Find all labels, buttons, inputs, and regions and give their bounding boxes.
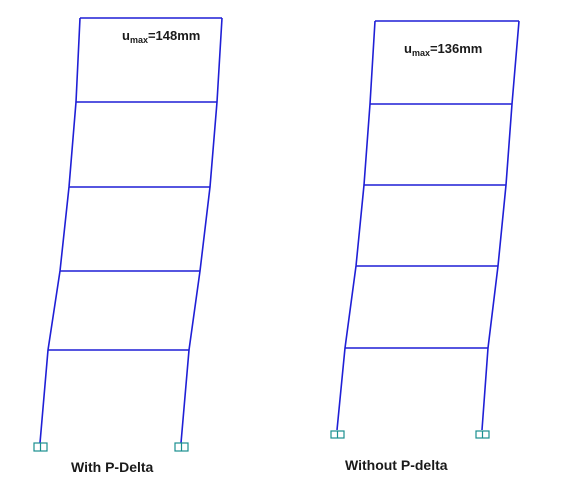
umax-label-without-p-delta: umax=136mm — [404, 41, 482, 58]
supports-without-p-delta — [330, 430, 490, 439]
caption-without-p-delta: Without P-delta — [345, 457, 448, 473]
frame-with-p-delta — [39, 17, 223, 444]
left-column — [336, 20, 376, 431]
right-column — [180, 17, 223, 444]
supports-with-p-delta — [33, 442, 189, 452]
support-left — [330, 430, 345, 439]
umax-label-with-p-delta: umax=148mm — [122, 28, 200, 45]
frame-without-p-delta — [336, 20, 520, 431]
support-left — [33, 442, 48, 452]
left-column — [39, 17, 81, 444]
support-right — [475, 430, 490, 439]
right-column — [481, 20, 520, 431]
caption-with-p-delta: With P-Delta — [71, 459, 154, 475]
support-right — [174, 442, 189, 452]
